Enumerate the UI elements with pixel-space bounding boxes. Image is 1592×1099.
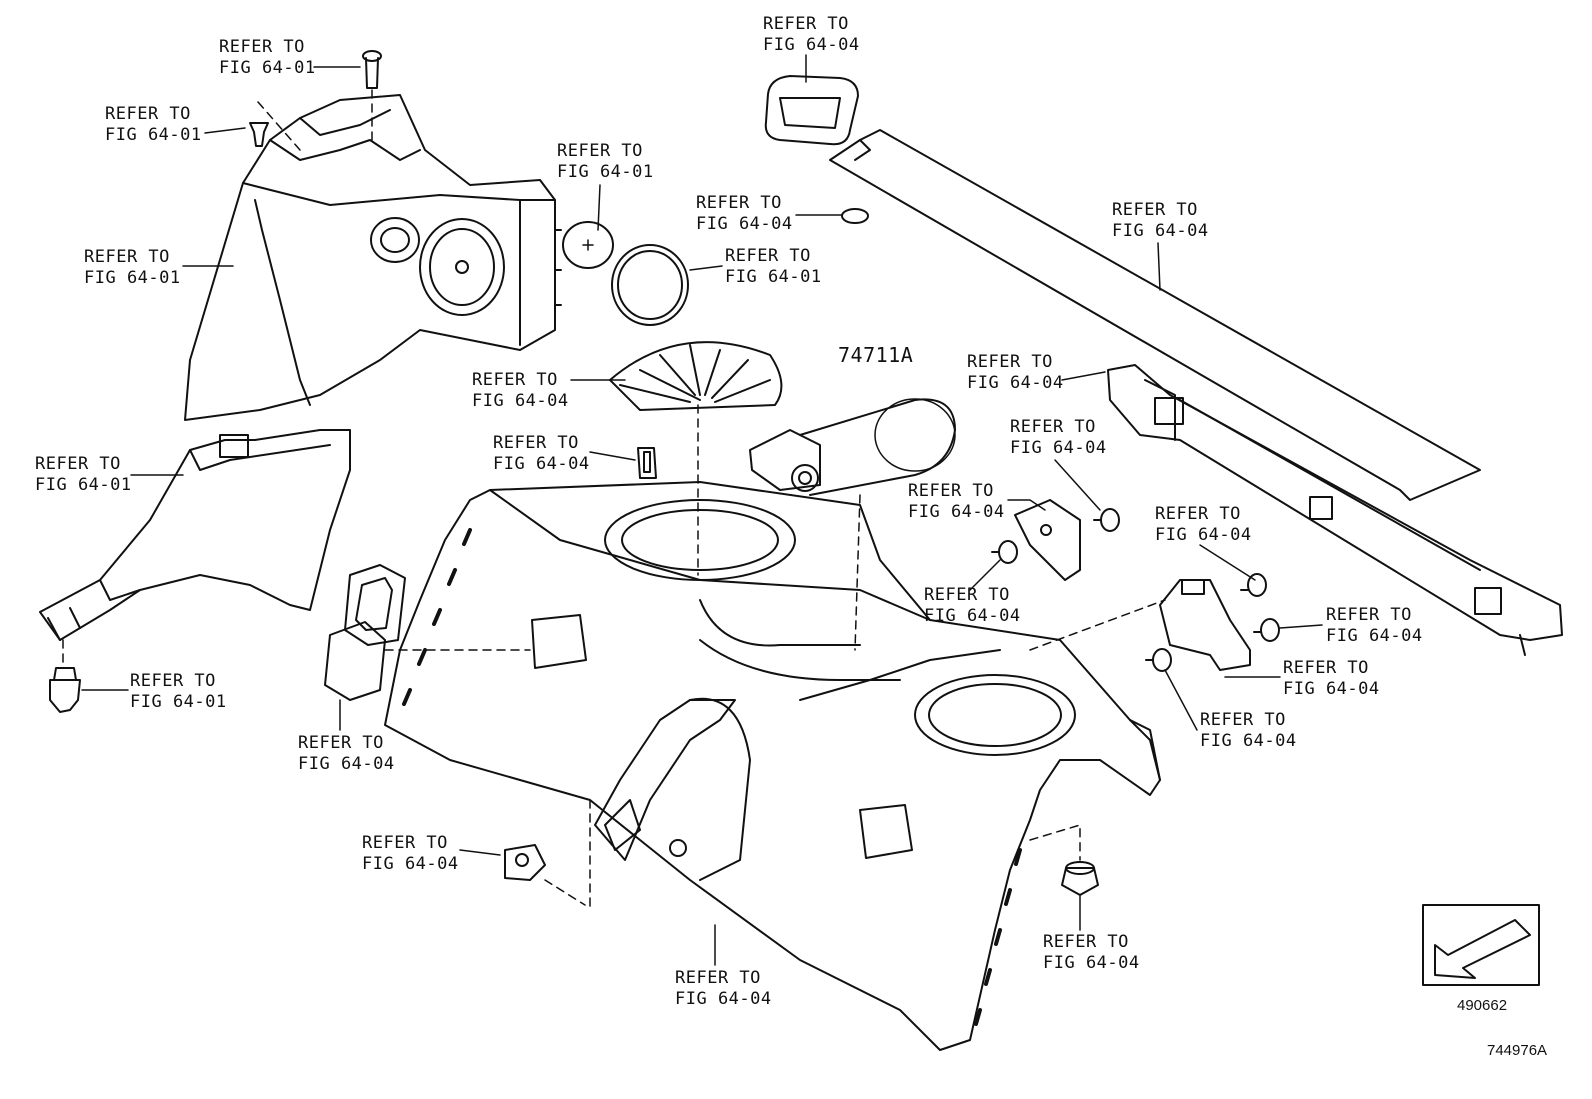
clip-lower-left <box>49 667 81 713</box>
opening-trim <box>764 75 859 146</box>
quarter-trim-panel-upper <box>184 94 562 421</box>
screw-top <box>362 50 382 89</box>
grille-clip <box>637 447 657 479</box>
direction-inset <box>1422 904 1540 986</box>
assembly-dashes <box>62 89 1166 911</box>
inset-code: 490662 <box>1457 997 1508 1014</box>
bracket-a <box>1014 499 1081 581</box>
rail-strip <box>829 129 1481 501</box>
belt-strap <box>594 699 736 861</box>
diagram-code: 744976A <box>1487 1042 1548 1059</box>
part-number-label: 74711A <box>838 343 914 367</box>
speaker-grille <box>609 341 783 411</box>
push-nut <box>504 844 546 881</box>
package-tray <box>384 481 1161 1051</box>
access-lid <box>324 621 386 701</box>
nut-right <box>1061 861 1099 896</box>
speaker-ring <box>611 244 689 326</box>
leader-lines <box>81 54 1323 966</box>
clip-top-left <box>249 122 269 147</box>
access-frame <box>344 564 406 646</box>
inflator-cylinder <box>749 398 956 496</box>
fastener-set <box>991 508 1280 672</box>
pillar-trim-lower <box>39 429 351 641</box>
bracket-b <box>1159 579 1251 671</box>
speaker-disc <box>562 221 614 269</box>
deck-side-trim <box>1107 364 1563 656</box>
washer <box>841 208 869 224</box>
